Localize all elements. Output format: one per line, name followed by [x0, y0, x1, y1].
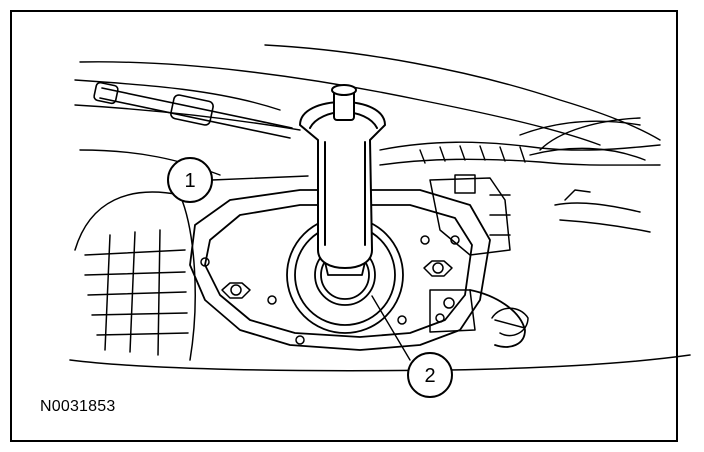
callout-1-number: 1	[184, 170, 195, 192]
bracket	[429, 289, 529, 337]
cable-rod	[93, 81, 293, 139]
leader-lines	[211, 175, 411, 361]
bolt-right	[423, 260, 453, 277]
wiring-harness	[379, 117, 661, 166]
electrical-connector	[429, 174, 651, 256]
leader-line-2	[371, 295, 411, 361]
leader-line-1	[211, 175, 309, 181]
alignment-tool	[299, 84, 386, 269]
callout-2-number: 2	[424, 365, 435, 387]
bolt-left	[221, 282, 251, 299]
callout-1: 1	[167, 157, 213, 203]
transmission-housing	[69, 191, 691, 372]
callout-2: 2	[407, 352, 453, 398]
figure-code: N0031853	[40, 398, 116, 415]
bolts	[200, 235, 460, 345]
